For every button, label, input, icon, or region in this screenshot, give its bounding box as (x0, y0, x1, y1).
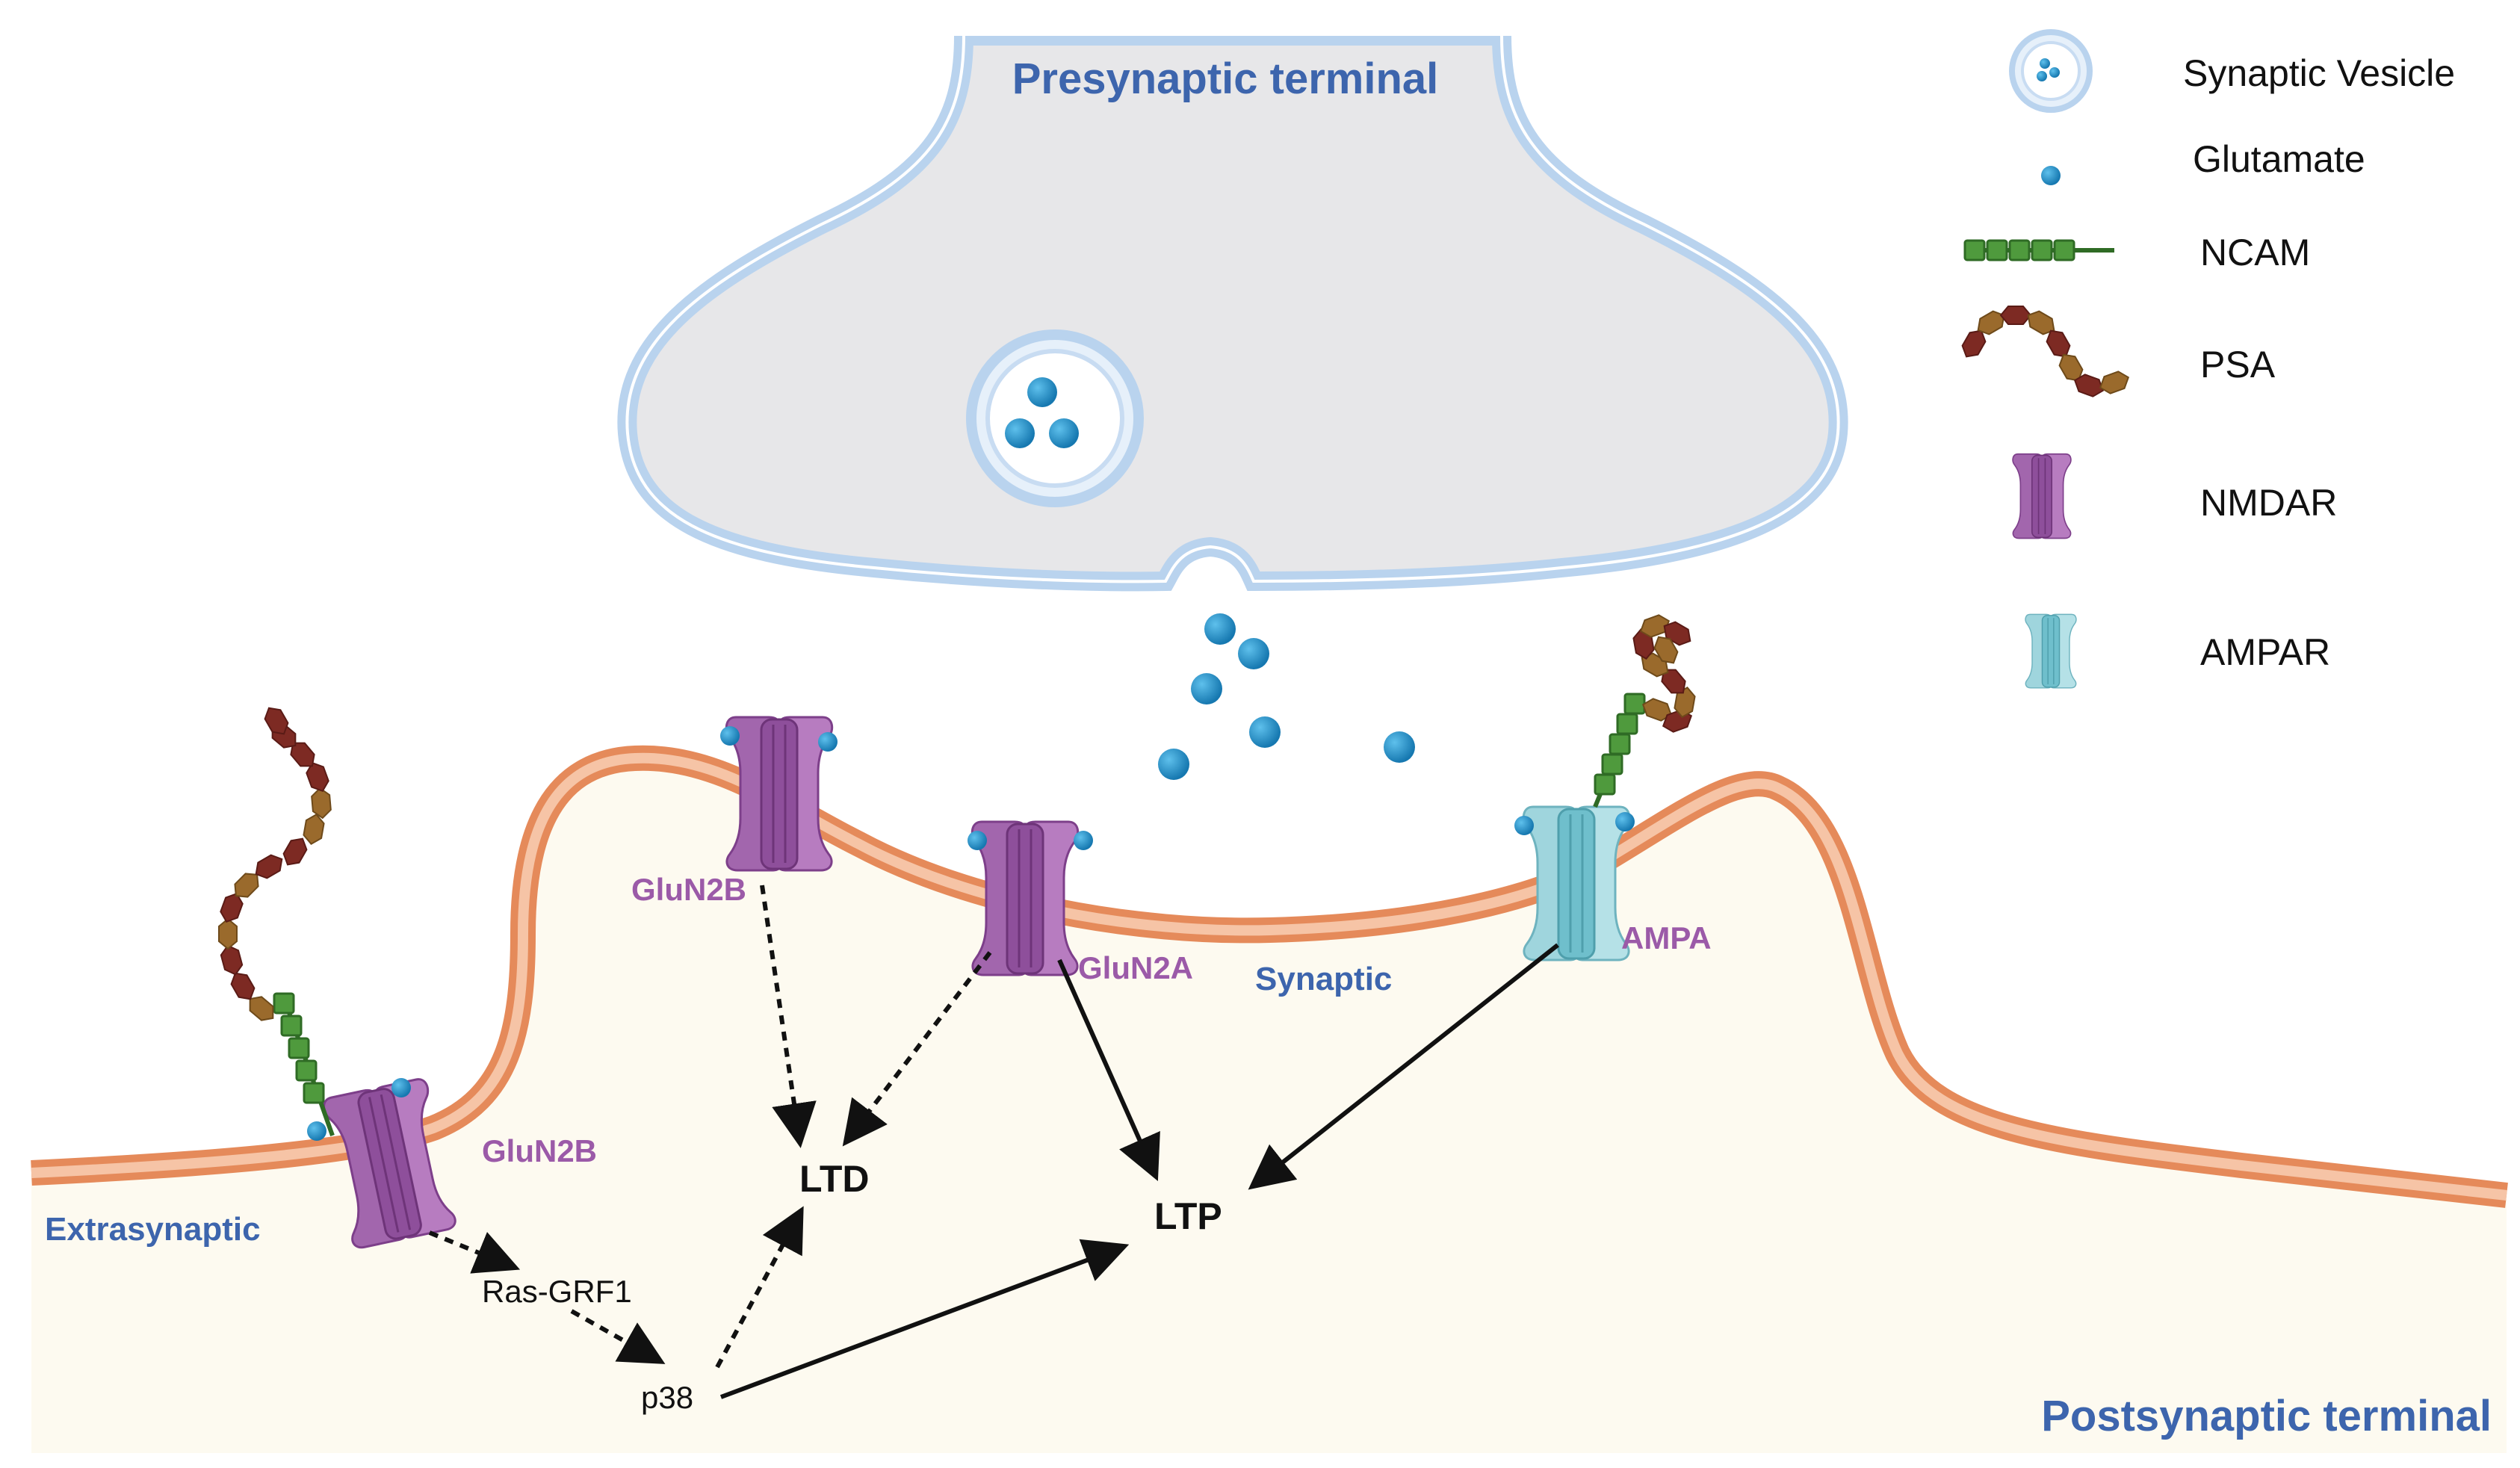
arrow-glun2b-to-ltd (760, 885, 817, 1148)
postsynaptic-label: Postsynaptic terminal (2041, 1392, 2492, 1440)
legend-label-ampar: AMPAR (2200, 631, 2330, 673)
glutamate-molecule (1384, 731, 1415, 763)
ltp-label: LTP (1154, 1195, 1222, 1237)
psa-icon (1957, 306, 2132, 400)
glutamate-molecule (1204, 613, 1236, 645)
synaptic-label: Synaptic (1255, 961, 1392, 997)
glutamate-molecule (1615, 812, 1635, 831)
arrow-rasgrf1-to-p38 (570, 1309, 666, 1364)
postsynaptic-terminal (31, 745, 2508, 1453)
legend: Synaptic Vesicle Glutamate NCAM PSA (1957, 29, 2455, 689)
ampar-icon (2025, 613, 2077, 689)
glutamate-molecule (307, 1121, 326, 1141)
legend-label-glutamate: Glutamate (2193, 138, 2365, 180)
arrow-glun2b-to-rasgrf1 (428, 1230, 521, 1274)
nmdar-glun2b-synaptic (725, 716, 834, 872)
nmdar-icon (2012, 453, 2072, 539)
glun2b-extrasynaptic-label: GluN2B (482, 1133, 597, 1168)
synaptic-vesicle-icon (2009, 29, 2093, 113)
pathway-arrows (428, 885, 1559, 1399)
glun2b-synaptic-label: GluN2B (631, 872, 746, 907)
glutamate-molecule (968, 831, 987, 850)
glutamate-molecule (1158, 749, 1189, 780)
glutamate-molecule (818, 732, 838, 752)
glutamate-molecule (1249, 716, 1281, 748)
glutamate-molecule (391, 1078, 411, 1097)
released-glutamate (1158, 613, 1415, 780)
legend-label-nmdar: NMDAR (2200, 482, 2337, 524)
ras-grf1-label: Ras-GRF1 (482, 1274, 632, 1309)
ampar (1522, 805, 1631, 961)
glutamate-molecule (720, 726, 740, 746)
ncam-extrasynaptic (273, 992, 335, 1136)
arrow-glun2a-to-ltd (842, 951, 992, 1147)
glun2a-label: GluN2A (1078, 950, 1193, 985)
extrasynaptic-label: Extrasynaptic (45, 1211, 261, 1248)
synaptic-vesicle (966, 329, 1144, 507)
p38-label: p38 (641, 1380, 693, 1415)
glutamate-molecule (1005, 418, 1035, 448)
psa-extrasynaptic (217, 702, 332, 1026)
psa-ampar (1631, 611, 1697, 736)
legend-label-synaptic-vesicle: Synaptic Vesicle (2183, 52, 2455, 94)
glutamate-molecule (1049, 418, 1079, 448)
glutamate-molecule (1074, 831, 1093, 850)
ltd-label: LTD (799, 1158, 869, 1200)
glutamate-molecule (1191, 673, 1222, 704)
arrow-ampa-to-ltp (1248, 943, 1559, 1190)
glutamate-molecule (1514, 816, 1534, 835)
glutamate-molecule (1027, 377, 1057, 407)
presynaptic-terminal (617, 0, 1848, 592)
glutamate-icon (2041, 166, 2061, 185)
presynaptic-label: Presynaptic terminal (1012, 55, 1439, 103)
arrow-glun2a-to-ltp (1057, 958, 1160, 1181)
arrow-p38-to-ltd (715, 1206, 804, 1369)
ampa-label: AMPA (1621, 920, 1712, 956)
ncam-icon (1963, 239, 2114, 261)
legend-label-ncam: NCAM (2200, 232, 2310, 273)
glutamate-molecule (1238, 638, 1269, 669)
ncam-ampar (1593, 693, 1646, 808)
arrow-p38-to-ltp (719, 1239, 1130, 1399)
legend-label-psa: PSA (2200, 344, 2276, 385)
